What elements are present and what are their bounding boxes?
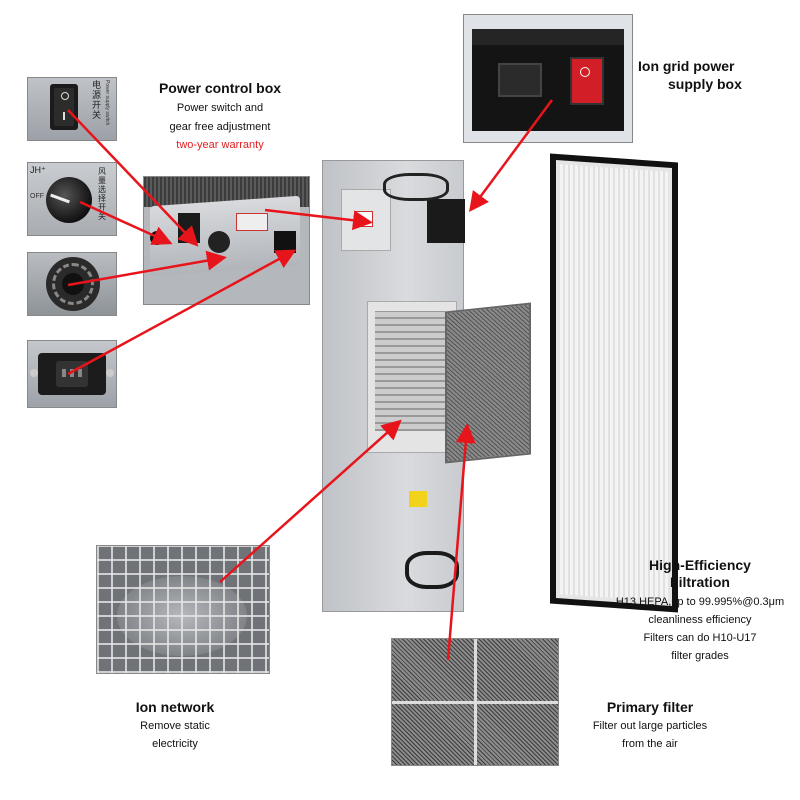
arrow-gear [79,200,173,245]
switch-label: 电源开关 [92,80,102,120]
primary-filter-line1: Filter out large particles [592,720,708,732]
switch-label-en: Power supply switch [104,80,110,126]
hepa-title-line1: High-Efficiency [649,557,751,573]
arrow-switch [67,109,199,247]
gear-knob-photo: JH⁺ OFF 风量选择开关 [27,162,117,236]
hepa-line1: H13 HEPA,up to 99.995%@0.3μm [615,596,785,608]
ion-network-line2: electricity [152,738,198,750]
arrow-socket [67,250,227,287]
hepa-line3: Filters can do H10-U17 [643,632,757,644]
arrow-control-box [264,208,373,231]
hepa-line2: cleanliness efficiency [648,614,752,626]
arrow-ion-grid [469,99,554,213]
hepa-line4: filter grades [671,650,729,662]
ion-grid-title-line1: Ion grid power [638,58,735,74]
hepa-title-line2: Filtration [670,574,730,590]
arrow-primary-filter [446,423,476,661]
ion-network-photo [96,545,270,674]
power-control-box-line1: Power switch and [176,102,264,114]
gear-off-label: OFF [30,193,44,200]
socket-closeup-photo [27,252,117,316]
arrow-ion-network [219,419,402,583]
primary-filter-line2: from the air [622,738,678,750]
power-control-box-line2: gear free adjustment [169,121,271,133]
switch-closeup-photo: 电源开关 Power supply switch [27,77,117,141]
primary-filter-photo [391,638,559,766]
gear-label: 风量选择开关 [98,167,106,221]
ion-network-title: Ion network [135,699,215,715]
ion-network-line1: Remove static [140,720,210,732]
ion-grid-box-photo [463,14,633,143]
power-control-box-title: Power control box [158,80,282,96]
arrow-inlet [67,249,297,376]
ion-grid-title-line2: supply box [668,76,742,92]
ffu-unit [322,160,465,612]
warranty-text: two-year warranty [176,139,264,151]
primary-filter-title: Primary filter [606,699,694,715]
